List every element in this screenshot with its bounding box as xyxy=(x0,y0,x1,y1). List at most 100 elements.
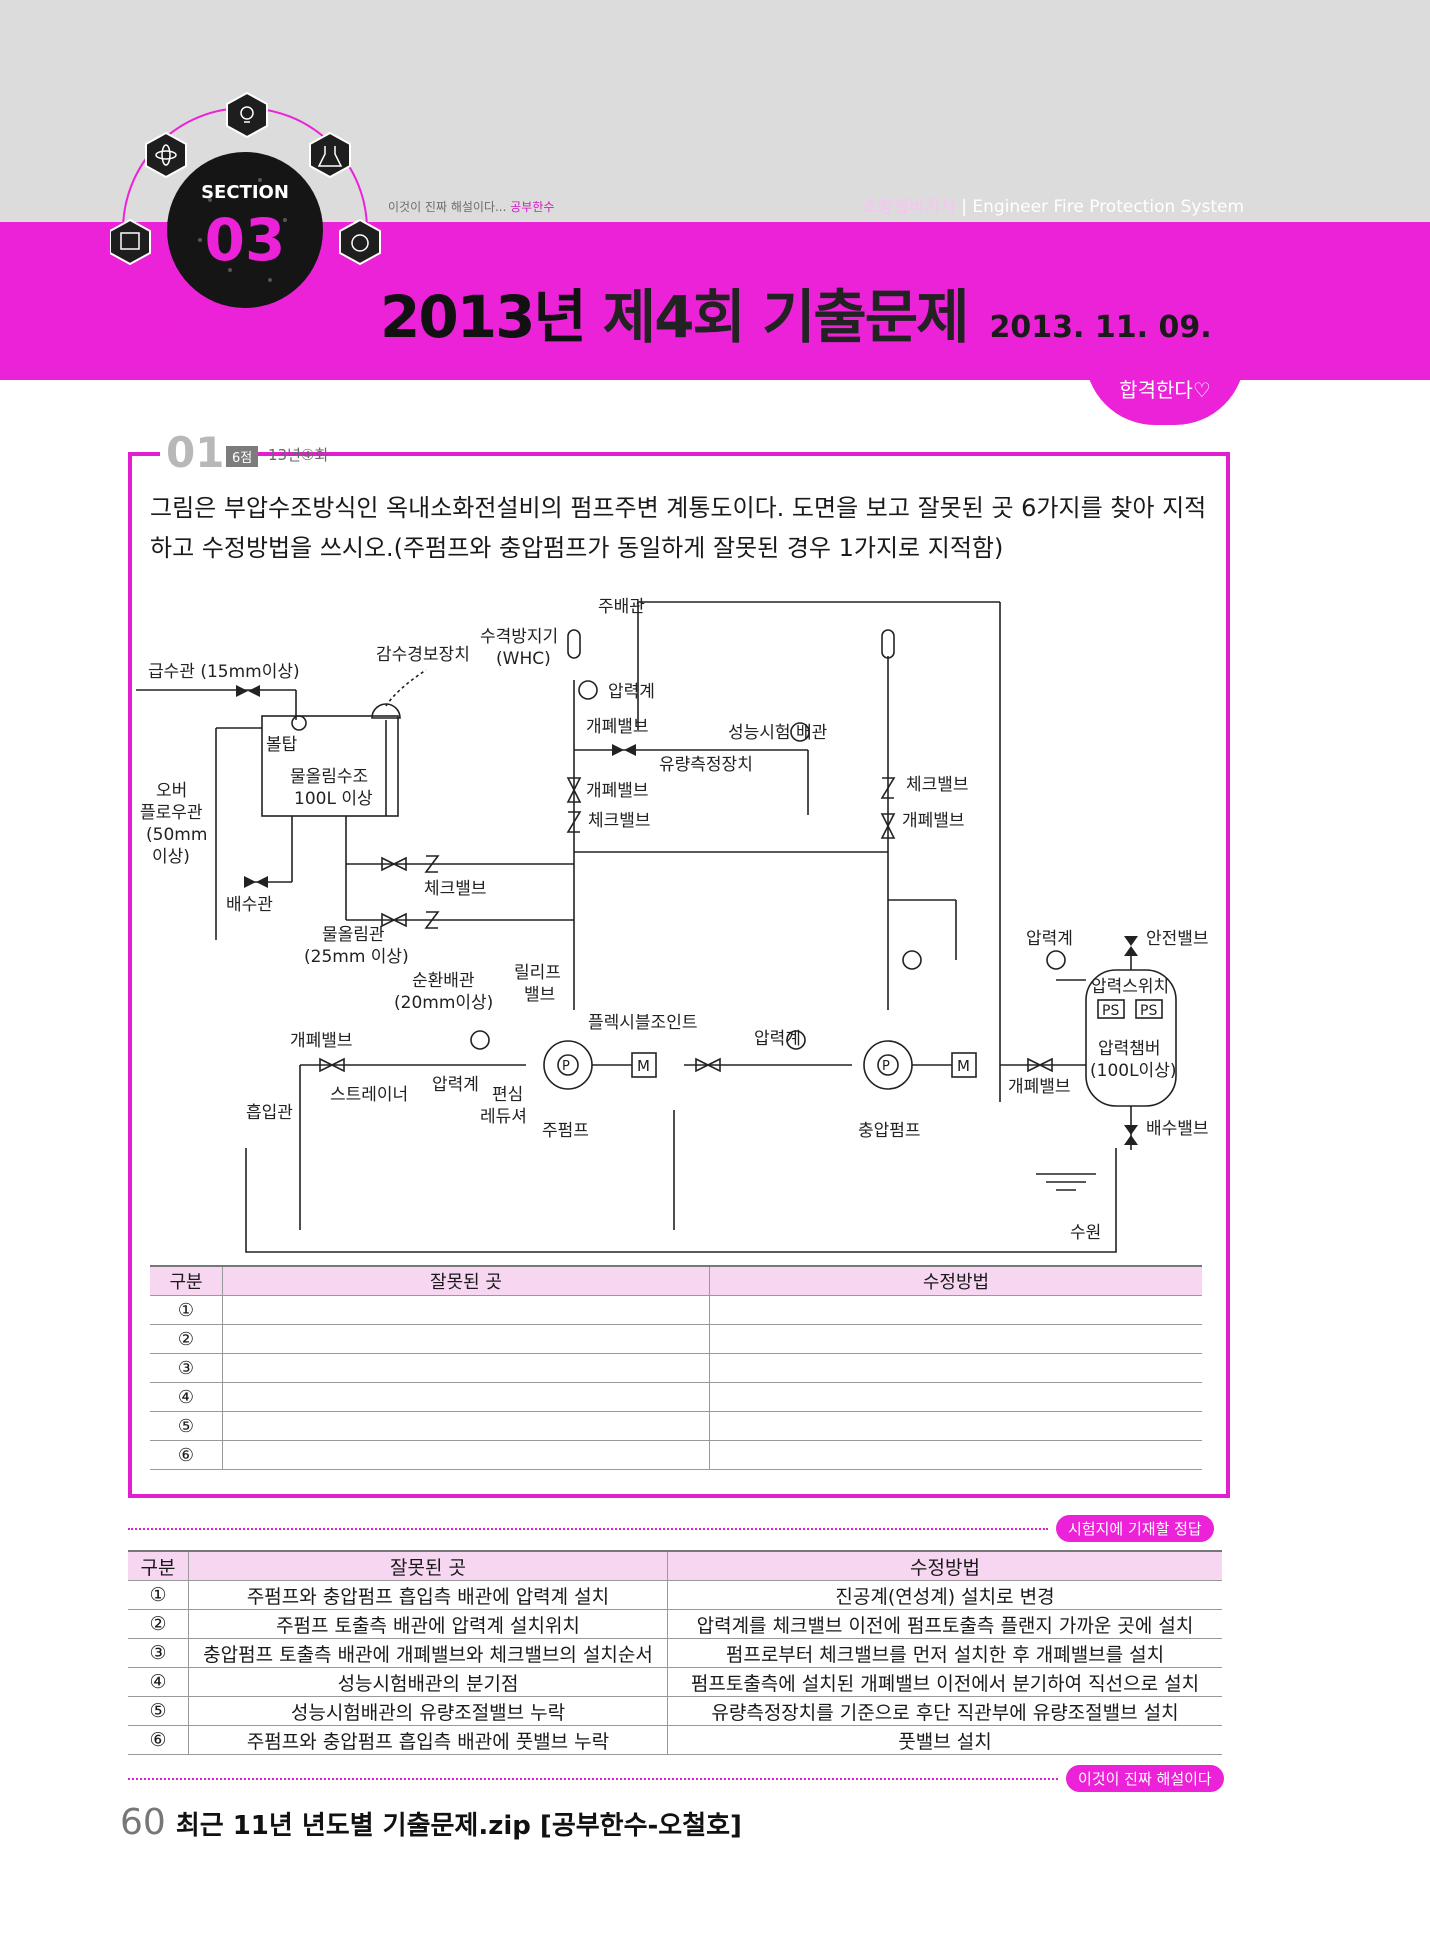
label-eccentric-1: 편심 xyxy=(492,1085,523,1105)
wrong-cell: 충압펌프 토출측 배관에 개폐밸브와 체크밸브의 설치순서 xyxy=(188,1638,668,1668)
label-flex-joint: 플렉시블조인트 xyxy=(588,1013,697,1033)
drain-valve-icon xyxy=(1124,1125,1138,1145)
table-row: ② xyxy=(150,1324,1202,1354)
book-icon xyxy=(110,218,151,266)
blank-head-fix: 수정방법 xyxy=(709,1265,1202,1296)
table-row: ⑥ xyxy=(150,1440,1202,1470)
label-priming-tank-1: 물올림수조 xyxy=(290,767,368,787)
wrong-cell: 주펌프 토출측 배관에 압력계 설치위치 xyxy=(188,1609,668,1639)
wrong-cell: 성능시험배관의 유량조절밸브 누락 xyxy=(188,1696,668,1726)
label-pressure-gauge-suction: 압력계 xyxy=(432,1075,479,1095)
gate-valve-icon xyxy=(244,876,268,888)
blank-answer-table: 구분 잘못된 곳 수정방법 ① ② ③ ④ ⑤ ⑥ xyxy=(150,1265,1202,1470)
blank-cell xyxy=(222,1295,710,1325)
blank-cell xyxy=(709,1295,1202,1325)
gate-valve-icon xyxy=(566,777,582,803)
label-flow-meter: 유량측정장치 xyxy=(659,755,753,775)
label-low-water-alarm: 감수경보장치 xyxy=(376,645,470,665)
motor-symbol-jockey: M xyxy=(957,1057,970,1075)
label-water-supply: 급수관 (15mm이상) xyxy=(148,662,300,682)
gate-valve-icon xyxy=(381,912,407,928)
row-number: ② xyxy=(150,1324,223,1354)
fix-cell: 펌프토출측에 설치된 개폐밸브 이전에서 분기하여 직선으로 설치 xyxy=(667,1667,1222,1697)
label-chamber-2: (100L이상) xyxy=(1090,1061,1176,1081)
tagline-text: 이것이 진짜 해설이다... xyxy=(388,200,511,214)
label-eccentric-2: 레듀셔 xyxy=(480,1107,527,1127)
answer-divider xyxy=(128,1528,1048,1530)
pass-badge: 합격한다♡ xyxy=(1085,355,1245,425)
label-check-valve-2: 체크밸브 xyxy=(906,775,969,795)
label-pressure-gauge-jockey: 압력계 xyxy=(754,1029,801,1049)
pump-symbol-main: P xyxy=(562,1059,570,1074)
network-dots-icon xyxy=(198,178,287,282)
row-number: ③ xyxy=(128,1638,189,1668)
title-year: 2013년 xyxy=(380,283,587,351)
label-main-pipe: 주배관 xyxy=(598,597,645,617)
blank-cell xyxy=(709,1353,1202,1383)
label-overflow-3: (50mm xyxy=(146,825,207,845)
section-label: SECTION xyxy=(201,182,289,203)
ans-head-no: 구분 xyxy=(128,1550,189,1581)
question-number: 01 xyxy=(160,428,231,477)
flask-icon xyxy=(309,131,351,179)
row-number: ⑥ xyxy=(128,1725,189,1755)
points-badge: 6점 xyxy=(226,446,259,467)
label-whc-2: (WHC) xyxy=(496,649,551,669)
label-relief-2: 밸브 xyxy=(524,985,555,1005)
answer-pill: 시험지에 기재할 정답 xyxy=(1056,1515,1214,1542)
question-text: 그림은 부압수조방식인 옥내소화전설비의 펌프주변 계통도이다. 도면을 보고 … xyxy=(150,494,1207,562)
fix-cell: 풋밸브 설치 xyxy=(667,1725,1222,1755)
wrong-cell: 성능시험배관의 분기점 xyxy=(188,1667,668,1697)
blank-cell xyxy=(222,1382,710,1412)
label-pressure-switch: 압력스위치 xyxy=(1091,977,1169,997)
blank-head-wrong: 잘못된 곳 xyxy=(222,1265,710,1296)
commentary-divider xyxy=(128,1778,1058,1780)
row-number: ① xyxy=(150,1295,223,1325)
book-title: 최근 11년 년도별 기출문제.zip [공부한수-오철호] xyxy=(175,1811,742,1841)
blank-cell xyxy=(222,1440,710,1470)
brand-eng: | Engineer Fire Protection System xyxy=(955,197,1245,217)
blank-cell xyxy=(709,1382,1202,1412)
question-box xyxy=(128,452,1230,1498)
blank-cell xyxy=(222,1353,710,1383)
ans-head-fix: 수정방법 xyxy=(667,1550,1222,1581)
row-number: ④ xyxy=(150,1382,223,1412)
row-number: ⑤ xyxy=(128,1696,189,1726)
fix-cell: 진공계(연성계) 설치로 변경 xyxy=(667,1580,1222,1610)
motor-symbol-main: M xyxy=(637,1057,650,1075)
gate-valve-icon xyxy=(695,1057,721,1073)
check-valve-icon xyxy=(880,777,896,799)
blank-head-no: 구분 xyxy=(150,1265,223,1296)
title-date: 2013. 11. 09. xyxy=(989,310,1212,345)
wrong-cell: 주펌프와 충압펌프 흡입측 배관에 압력계 설치 xyxy=(188,1580,668,1610)
label-water-source: 수원 xyxy=(1070,1223,1101,1243)
tagline-highlight: 공부한수 xyxy=(510,200,555,214)
question-source: 13년④회 xyxy=(268,446,329,464)
label-ps-2: PS xyxy=(1140,1003,1157,1019)
label-overflow-2: 플로우관 xyxy=(140,803,203,823)
fix-cell: 압력계를 체크밸브 이전에 펌프토출측 플랜지 가까운 곳에 설치 xyxy=(667,1609,1222,1639)
label-check-valve-3: 체크밸브 xyxy=(424,879,487,899)
label-priming-pipe-1: 물올림관 xyxy=(322,925,385,945)
fix-cell: 유량측정장치를 기준으로 후단 직관부에 유량조절밸브 설치 xyxy=(667,1696,1222,1726)
lightbulb-icon xyxy=(226,91,268,139)
atom-icon xyxy=(145,131,187,179)
blank-cell xyxy=(709,1440,1202,1470)
row-number: ① xyxy=(128,1580,189,1610)
gate-valve-icon xyxy=(612,744,636,756)
blank-cell xyxy=(222,1324,710,1354)
check-valve-icon xyxy=(424,855,440,873)
label-drain-valve: 배수밸브 xyxy=(1146,1119,1209,1139)
blank-cell xyxy=(222,1411,710,1441)
label-strainer: 스트레이너 xyxy=(330,1085,408,1105)
label-gate-valve-5: 개폐밸브 xyxy=(1008,1077,1071,1097)
ans-head-wrong: 잘못된 곳 xyxy=(188,1550,668,1581)
gate-valve-icon xyxy=(319,1057,345,1073)
label-circulation-2: (20mm이상) xyxy=(394,993,493,1013)
label-priming-tank-2: 100L 이상 xyxy=(294,789,373,809)
